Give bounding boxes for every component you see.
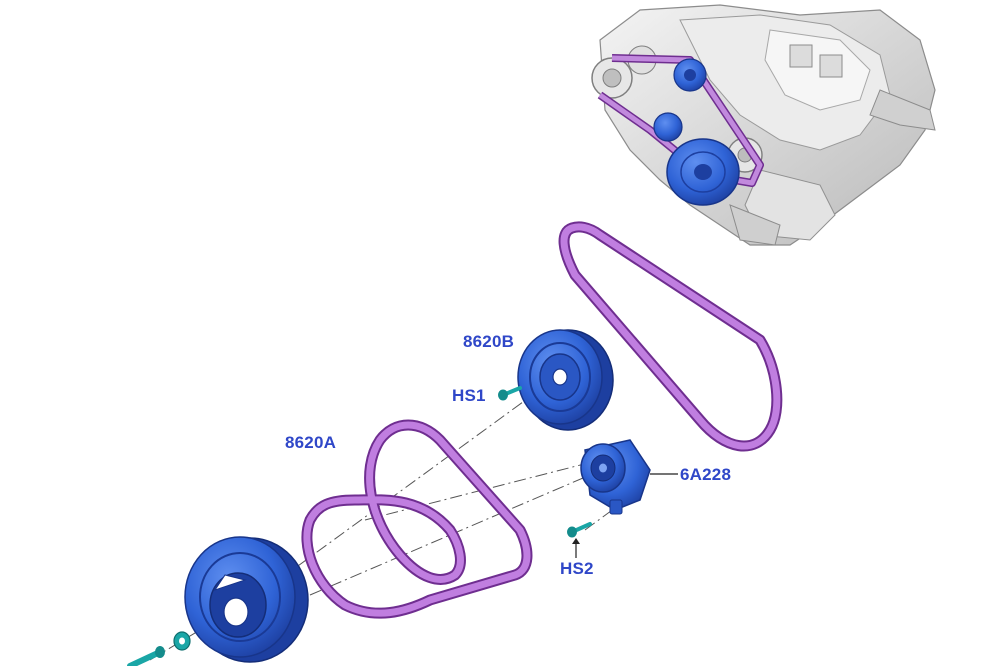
engine-inset-illustration bbox=[591, 4, 936, 246]
label-pulley-8620b: 8620B bbox=[463, 332, 515, 351]
bolt-hs2-illustration bbox=[567, 522, 592, 558]
belt-lower-illustration bbox=[301, 419, 533, 619]
tensioner-illustration bbox=[580, 439, 678, 515]
bolt-hs1-illustration bbox=[498, 386, 522, 401]
crank-pulley-illustration bbox=[184, 536, 309, 663]
bolt-illustration bbox=[127, 646, 165, 666]
label-belt-8620a: 8620A bbox=[285, 433, 337, 452]
label-bolt-hs1: HS1 bbox=[452, 386, 486, 405]
label-bolt-hs2: HS2 bbox=[560, 559, 594, 578]
belt-upper-illustration bbox=[558, 221, 783, 452]
idler-pulley-illustration bbox=[517, 329, 614, 431]
crank-washer-illustration bbox=[173, 631, 191, 651]
label-tensioner-6a228: 6A228 bbox=[680, 465, 732, 484]
